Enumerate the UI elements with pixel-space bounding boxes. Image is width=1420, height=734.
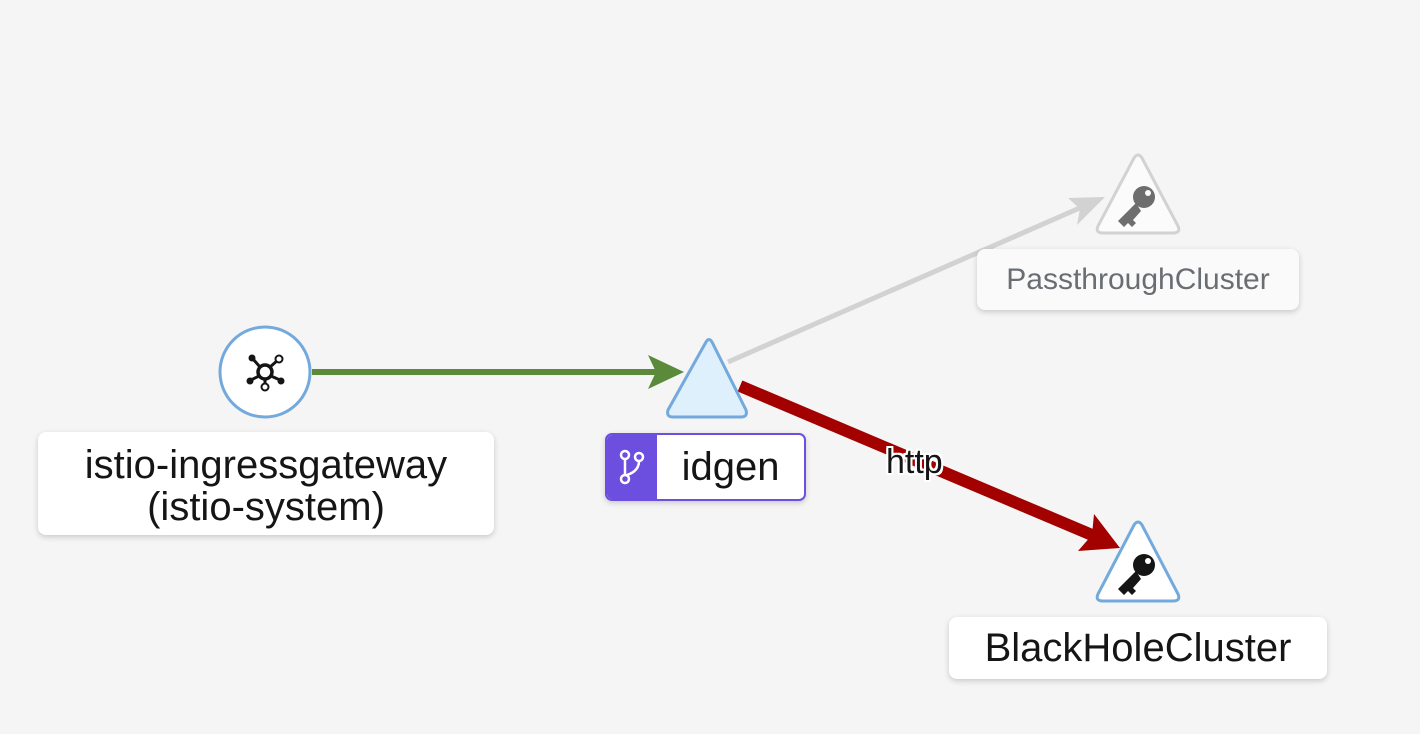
idgen-name: idgen — [681, 445, 780, 489]
node-gateway[interactable] — [218, 325, 312, 419]
edge-idgen-to-passthrough[interactable] — [726, 197, 1105, 365]
arrowhead — [648, 355, 684, 389]
node-label-passthrough[interactable]: PassthroughCluster — [977, 249, 1299, 310]
gateway-network-icon — [246, 354, 285, 392]
node-idgen[interactable] — [666, 338, 748, 419]
node-blackhole[interactable] — [1095, 520, 1181, 603]
node-triangle — [666, 338, 748, 419]
edge-idgen-to-blackhole[interactable] — [737, 380, 1120, 551]
arrowhead — [1078, 514, 1120, 551]
key-icon — [1118, 186, 1155, 227]
edge-line — [726, 204, 1084, 365]
edge-line — [737, 380, 1095, 541]
node-label-gateway[interactable]: istio-ingressgateway (istio-system) — [38, 432, 494, 535]
version-badge — [607, 435, 657, 499]
node-label-idgen[interactable]: idgen — [605, 433, 806, 501]
arrowhead — [1068, 197, 1105, 225]
node-circle — [218, 325, 312, 419]
version-branch-icon — [619, 449, 645, 485]
key-icon — [1118, 554, 1155, 595]
node-passthrough[interactable] — [1095, 153, 1181, 235]
gateway-name: istio-ingressgateway — [84, 443, 448, 487]
node-label-blackhole[interactable]: BlackHoleCluster — [949, 617, 1327, 679]
edge-gateway-to-idgen[interactable] — [312, 355, 684, 389]
gateway-namespace: (istio-system) — [147, 485, 385, 529]
edge-label-protocol: http — [886, 443, 943, 481]
